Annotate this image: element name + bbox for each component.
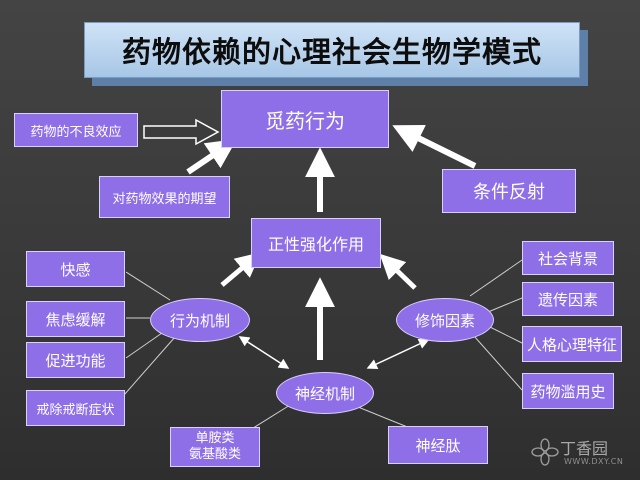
pleasure-label: 快感 [60, 260, 91, 279]
expectation-box: 对药物效果的期望 [99, 176, 230, 218]
withdrawal-relief-label: 戒除戒断症状 [36, 402, 115, 418]
neuropeptides-box: 神经肽 [388, 426, 488, 464]
anxiety-relief-box: 焦虑缓解 [26, 301, 125, 337]
line-genetic [487, 297, 523, 313]
flower-logo-icon [531, 438, 559, 466]
line-personality [487, 325, 523, 344]
line-function [125, 332, 163, 359]
withdrawal-relief-box: 戒除戒断症状 [26, 390, 125, 426]
neuropeptides-label: 神经肽 [415, 436, 461, 455]
social-background-label: 社会背景 [537, 249, 598, 268]
conditioned-reflex-box: 条件反射 [442, 169, 576, 213]
line-abuse [473, 335, 523, 391]
adverse-effects-label: 药物的不良效应 [30, 124, 122, 140]
arrow-reflex-to-seeking [392, 125, 477, 169]
modifying-factors-oval: 修饰因素 [396, 298, 494, 342]
monoamines-label-line2: 氨基酸类 [188, 447, 241, 462]
drug-seeking-label: 觅药行为 [265, 108, 345, 133]
line-social [469, 259, 523, 297]
behavior-mechanism-label: 行为机制 [169, 311, 230, 330]
arrow-expectation-to-seeking [186, 138, 237, 175]
positive-reinforcement-label: 正性强化作用 [267, 235, 364, 254]
hollow-arrow-icon [143, 118, 220, 146]
expectation-label: 对药物效果的期望 [112, 191, 217, 207]
arrow-modifiers-to-reinforcement [379, 253, 417, 290]
behavior-mechanism-oval: 行为机制 [150, 298, 250, 342]
arrow-behavior-neural [238, 336, 290, 369]
positive-reinforcement-box: 正性强化作用 [251, 218, 381, 268]
line-monoamines [249, 404, 291, 431]
line-pleasure [125, 271, 171, 301]
anxiety-relief-label: 焦虑缓解 [45, 310, 106, 329]
line-withdrawal [123, 336, 176, 396]
arrow-behavior-to-reinforcement [220, 252, 261, 287]
title-banner: 药物依赖的心理社会生物学模式 [84, 22, 580, 78]
genetic-factors-label: 遗传因素 [537, 290, 598, 309]
drug-seeking-box: 觅药行为 [221, 90, 389, 148]
personality-label: 人格心理特征 [526, 335, 617, 354]
conditioned-reflex-label: 条件反射 [473, 182, 545, 203]
adverse-effects-box: 药物的不良效应 [14, 113, 138, 147]
pleasure-box: 快感 [26, 251, 125, 287]
monoamines-box: 单胺类 氨基酸类 [170, 427, 260, 467]
watermark-url: WWW.DXY.CN [564, 457, 624, 466]
function-promotion-label: 促进功能 [45, 351, 106, 370]
personality-box: 人格心理特征 [522, 326, 622, 362]
monoamines-label-line1: 单胺类 [195, 431, 235, 446]
genetic-factors-box: 遗传因素 [522, 282, 614, 316]
arrow-neural-modifiers [366, 339, 430, 369]
line-neuropeptides [357, 406, 411, 429]
drug-abuse-history-label: 药物滥用史 [530, 382, 606, 401]
social-background-box: 社会背景 [522, 241, 614, 275]
slide-title: 药物依赖的心理社会生物学模式 [121, 35, 542, 69]
drug-abuse-history-box: 药物滥用史 [522, 373, 614, 409]
neural-mechanism-label: 神经机制 [294, 384, 355, 403]
neural-mechanism-oval: 神经机制 [276, 372, 374, 414]
watermark-brand: 丁香园 [560, 439, 609, 458]
watermark: 丁香园 WWW.DXY.CN [528, 433, 636, 473]
function-promotion-box: 促进功能 [26, 342, 125, 378]
modifying-factors-label: 修饰因素 [414, 311, 475, 330]
